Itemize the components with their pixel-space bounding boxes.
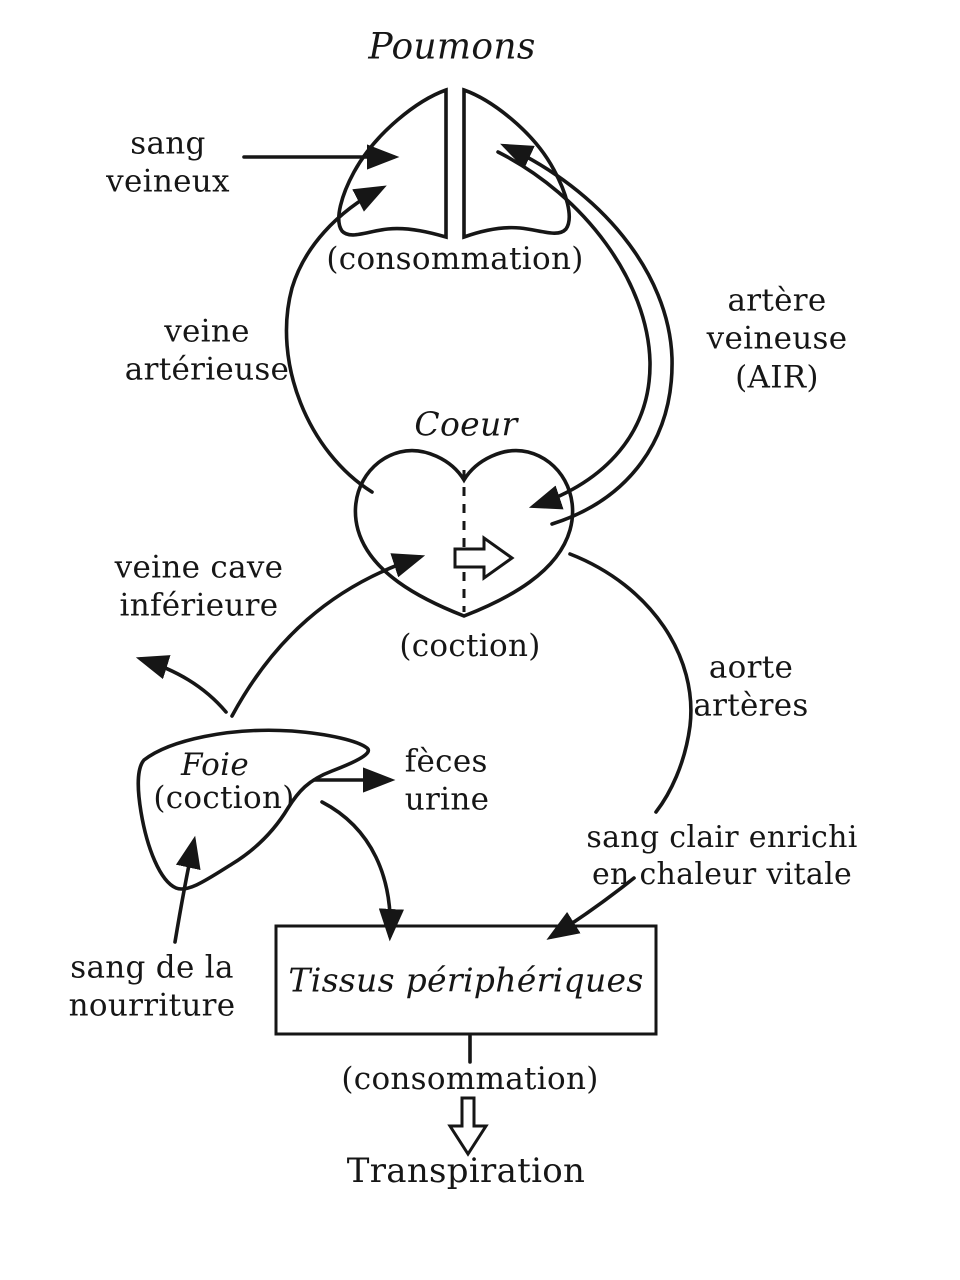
label-line: sang clair enrichi — [586, 819, 858, 855]
sang-nourriture-to-liver-arrow — [173, 835, 201, 944]
label-line: (AIR) — [735, 359, 819, 396]
label-line: artérieuse — [124, 352, 290, 388]
label-line: artère — [727, 282, 827, 319]
label-line: sang — [130, 125, 206, 162]
label-line: fèces — [404, 743, 488, 780]
label-artere-veineuse: artère veineuse (AIR) — [707, 281, 848, 396]
label-coction-heart: (coction) — [399, 627, 541, 664]
label-line: inférieure — [119, 588, 279, 624]
label-line: aorte — [708, 649, 794, 686]
label-aorte: aorte artères — [693, 649, 808, 726]
heart-hollow-right-arrow — [453, 535, 515, 581]
label-line: veineuse — [706, 320, 848, 357]
label-line: veineux — [106, 164, 230, 200]
label-line: en chaleur vitale — [591, 857, 853, 892]
label-sang-clair: sang clair enrichi en chaleur vitale — [586, 819, 857, 893]
artere-veineuse-to-lung-curve — [500, 143, 674, 526]
label-veine-cave: veine cave inférieure — [115, 549, 284, 626]
label-line: urine — [404, 782, 490, 818]
label-line: artères — [693, 688, 809, 724]
label-tissus-peripheriques: Tissus périphériques — [288, 960, 644, 1000]
label-veine-arterieuse: veine artérieuse — [125, 313, 289, 390]
label-foie: Foie — [181, 746, 249, 783]
label-sang-veineux: sang veineux — [106, 125, 230, 202]
left-lung-shape — [337, 87, 448, 240]
label-poumons: Poumons — [368, 26, 536, 68]
veine-arterieuse-curve — [284, 185, 387, 494]
label-sang-nourriture: sang de la nourriture — [69, 949, 236, 1026]
artere-veineuse-to-heart-curve — [496, 150, 652, 510]
veine-cave-superior-branch — [135, 655, 228, 714]
label-line: nourriture — [68, 988, 236, 1024]
label-consommation-tissus: (consommation) — [341, 1060, 599, 1097]
aorte-curve — [568, 552, 693, 814]
tissues-box — [274, 924, 658, 1036]
label-line: sang de la — [70, 949, 234, 986]
liver-to-tissues-curve — [320, 800, 404, 942]
label-coction-foie: (coction) — [153, 779, 295, 816]
veine-cave-to-heart-curve — [230, 553, 426, 718]
label-coeur: Coeur — [414, 404, 518, 444]
label-transpiration: Transpiration — [346, 1150, 586, 1191]
label-line: veine cave — [114, 549, 284, 586]
label-feces-urine: fèces urine — [405, 743, 490, 820]
label-consommation-lungs: (consommation) — [326, 240, 584, 277]
transpiration-hollow-arrow — [447, 1096, 489, 1157]
label-line: veine — [164, 313, 250, 350]
sang-clair-to-tissues-arrow — [546, 876, 636, 940]
